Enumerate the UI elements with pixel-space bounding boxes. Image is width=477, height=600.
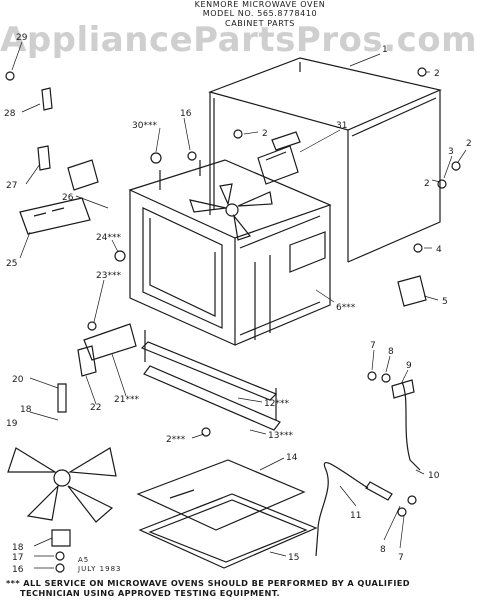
- part-22-bracket: [77, 345, 97, 377]
- callout-9: 9: [406, 361, 412, 371]
- callout-30: 30***: [132, 121, 157, 131]
- screw-2b-icon: [451, 161, 461, 171]
- part-29-screw: [5, 71, 15, 81]
- callout-25: 25: [6, 259, 17, 269]
- callout-8a: 8: [388, 347, 394, 357]
- part-21-base: [83, 323, 137, 361]
- part-23-clip: [87, 321, 97, 331]
- part-30-sensor: [150, 152, 162, 164]
- part-20-shaft: [57, 383, 67, 413]
- revision-code: A5: [78, 556, 90, 564]
- callout-5: 5: [442, 297, 448, 307]
- service-notice-line1: *** ALL SERVICE ON MICROWAVE OVENS SHOUL…: [6, 578, 410, 588]
- callout-labels: 29 28 27 26 25 24*** 23*** 22 21*** 20 1…: [4, 33, 472, 575]
- part-8-washer: [381, 373, 391, 383]
- part-5-plate: [397, 275, 427, 307]
- part-24-stud: [114, 250, 126, 262]
- part-11-cord: [315, 461, 369, 557]
- oven-cavity: [128, 159, 332, 346]
- part-31-bracket: [257, 131, 301, 185]
- callout-31: 31: [336, 121, 347, 131]
- part-27-fuse: [37, 145, 51, 171]
- cabinet-wrapper: [208, 57, 442, 263]
- callout-4: 4: [436, 245, 442, 255]
- callout-16a: 16: [12, 565, 24, 575]
- part-13-strip: [143, 365, 281, 431]
- service-notice-line2: TECHNICIAN USING APPROVED TESTING EQUIPM…: [20, 588, 281, 598]
- callout-8b: 8: [380, 545, 386, 555]
- callout-2e: 2***: [166, 435, 186, 445]
- callout-14: 14: [286, 453, 298, 463]
- callout-21: 21***: [114, 395, 139, 405]
- stirrer-blade: [189, 183, 273, 241]
- callout-23: 23***: [96, 271, 121, 281]
- part-17-washer: [55, 551, 65, 561]
- callout-18b: 18: [12, 543, 24, 553]
- callout-11: 11: [350, 511, 361, 521]
- model-number: MODEL NO. 565.8778410: [202, 9, 318, 18]
- callout-10: 10: [428, 471, 440, 481]
- part-15-tray: [138, 493, 318, 569]
- callout-18a: 18: [20, 405, 32, 415]
- part-7b-nut: [397, 507, 407, 517]
- callout-19: 19: [6, 419, 18, 429]
- leader-lines: [11, 41, 467, 569]
- callout-28: 28: [4, 109, 16, 119]
- part-18-bushing: [51, 529, 71, 547]
- section-title: CABINET PARTS: [225, 19, 295, 28]
- callout-13: 13***: [268, 431, 293, 441]
- diagram-title: KENMORE MICROWAVE OVEN: [194, 0, 326, 9]
- drawing: [5, 57, 461, 573]
- callout-6: 6***: [336, 303, 356, 313]
- callout-24: 24***: [96, 233, 121, 243]
- part-19-fan: [7, 447, 117, 523]
- screw-4-icon: [413, 243, 423, 253]
- callout-2d: 2: [424, 179, 430, 189]
- screw-2-icon: [417, 67, 427, 77]
- callout-29: 29: [16, 33, 28, 43]
- screw-3-icon: [437, 179, 447, 189]
- callout-1: 1: [382, 45, 388, 55]
- part-25-panel: [19, 197, 91, 235]
- callout-12: 12***: [264, 399, 289, 409]
- callout-2b: 2: [434, 69, 440, 79]
- part-16-nut: [55, 563, 65, 573]
- part-9-harness: [401, 381, 421, 471]
- callout-27: 27: [6, 181, 17, 191]
- watermark-logo: AppliancePartsPros.com: [0, 20, 477, 60]
- screw-2c-icon: [233, 129, 243, 139]
- part-7-nut: [367, 371, 377, 381]
- part-26-plate: [67, 159, 99, 191]
- callout-15: 15: [288, 553, 299, 563]
- callout-16b: 16: [180, 109, 192, 119]
- part-16-grommet: [187, 151, 197, 161]
- callout-17: 17: [12, 553, 23, 563]
- callout-2a: 2: [262, 129, 268, 139]
- callout-22: 22: [90, 403, 101, 413]
- callout-7a: 7: [370, 341, 376, 351]
- callout-3: 3: [448, 147, 454, 157]
- part-2-screw: [201, 427, 211, 437]
- callout-20: 20: [12, 375, 24, 385]
- part-28-holder: [41, 87, 53, 111]
- callout-7b: 7: [398, 553, 404, 563]
- revision-date: JULY 1983: [78, 565, 122, 573]
- callout-2c: 2: [466, 139, 472, 149]
- callout-26: 26: [62, 193, 74, 203]
- part-8b-washer: [407, 495, 417, 505]
- part-14-base-panel: [136, 459, 306, 531]
